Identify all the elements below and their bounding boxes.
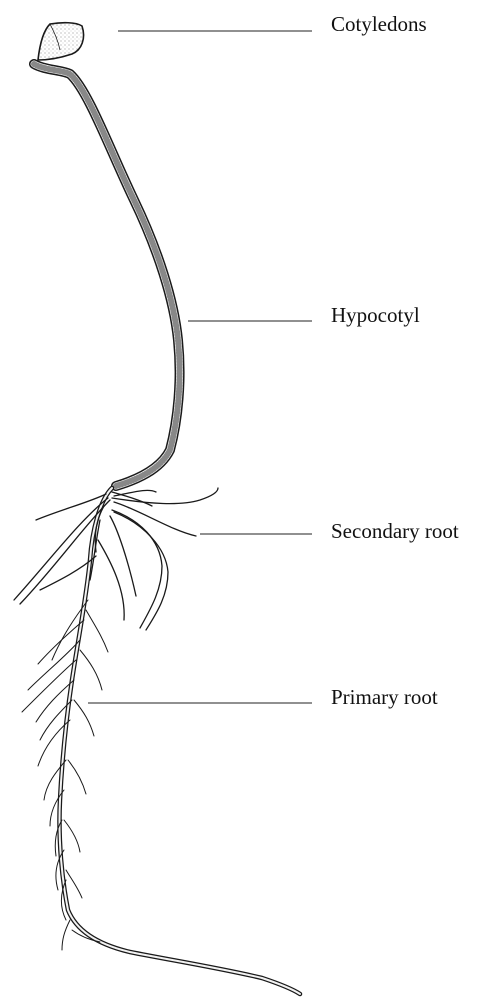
label-primary-root: Primary root	[331, 687, 438, 708]
cotyledons-shape	[32, 23, 84, 66]
label-hypocotyl: Hypocotyl	[331, 305, 420, 326]
hypocotyl-shape	[34, 64, 180, 486]
label-secondary-root: Secondary root	[331, 521, 459, 542]
leader-lines	[88, 31, 312, 703]
secondary-roots	[14, 488, 218, 630]
primary-root-shape	[59, 488, 300, 994]
label-cotyledons: Cotyledons	[331, 14, 427, 35]
